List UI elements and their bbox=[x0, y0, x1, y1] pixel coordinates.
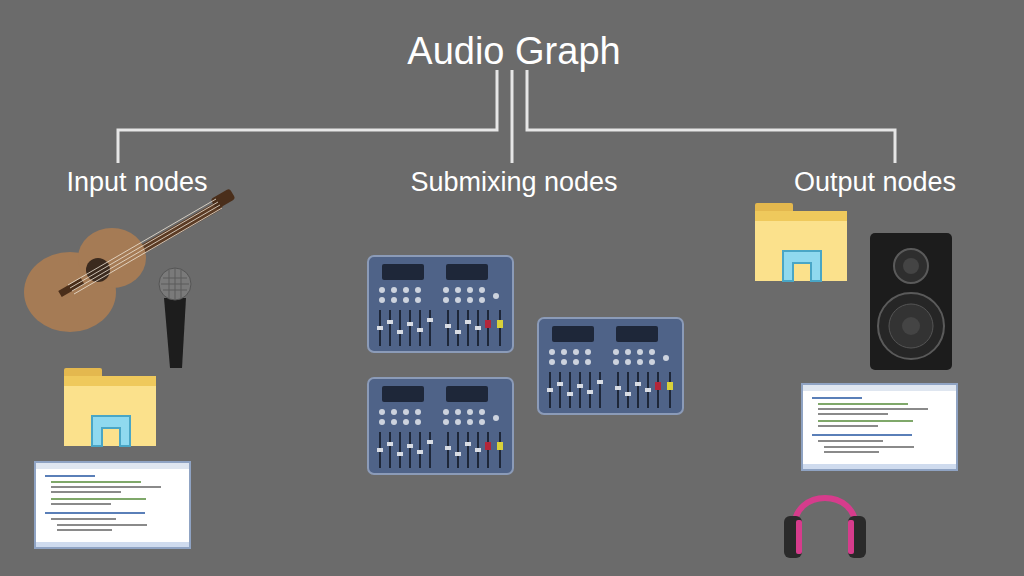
guitar-soundhole bbox=[86, 258, 110, 282]
mic-head bbox=[159, 268, 191, 300]
tree-lines bbox=[118, 70, 895, 163]
speaker-woofer-cone bbox=[889, 304, 933, 348]
microphone-icon bbox=[159, 268, 191, 368]
guitar-body bbox=[24, 252, 116, 332]
folder-icon bbox=[64, 368, 156, 446]
mic-handle bbox=[164, 298, 186, 368]
headphones-pad bbox=[848, 520, 854, 554]
speaker-cabinet bbox=[870, 233, 952, 370]
diagram-title: Audio Graph bbox=[284, 29, 744, 73]
speaker-tweeter-cap bbox=[903, 258, 919, 274]
guitar-headstock bbox=[210, 188, 235, 209]
headphones-cup bbox=[784, 516, 802, 558]
guitar-strings bbox=[68, 199, 222, 294]
code-window-icon bbox=[802, 384, 957, 470]
headphones-cup bbox=[848, 516, 866, 558]
branch-line bbox=[527, 70, 895, 163]
speaker-woofer-cap bbox=[902, 317, 920, 335]
mixer-icon bbox=[538, 318, 683, 414]
guitar-icon bbox=[24, 188, 236, 332]
category-label: Submixing nodes bbox=[364, 166, 664, 198]
code-window-icon bbox=[35, 462, 190, 548]
headphones-icon bbox=[784, 498, 866, 558]
category-label: Input nodes bbox=[2, 166, 272, 198]
category-label: Output nodes bbox=[740, 166, 1010, 198]
folder-icon bbox=[755, 203, 847, 281]
headphones-pad bbox=[796, 520, 802, 554]
speaker-woofer bbox=[878, 293, 944, 359]
mixer-icon bbox=[368, 256, 513, 352]
speaker-icon bbox=[870, 233, 952, 370]
speaker-tweeter bbox=[894, 249, 928, 283]
branch-line bbox=[118, 70, 497, 163]
mixer-icon bbox=[368, 378, 513, 474]
headphones-band bbox=[794, 498, 856, 528]
branch-line bbox=[511, 70, 514, 163]
mic-grille bbox=[161, 268, 189, 300]
